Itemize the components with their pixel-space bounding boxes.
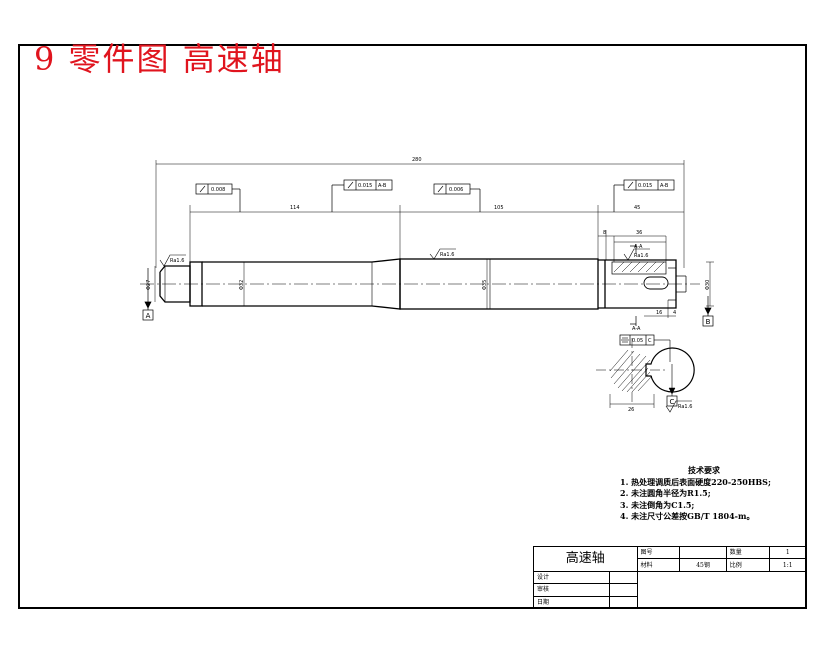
datum-a-symbol: [142, 268, 154, 321]
drawing-no-value: [679, 545, 727, 560]
tech-req-item: 4. 未注尺寸公差按GB/T 1804-m。: [620, 511, 755, 521]
runout-icon: [437, 185, 444, 193]
tech-req-item: 1. 热处理调质后表面硬度220-250HBS;: [620, 476, 771, 487]
dim-keyway-pos: 16: [656, 310, 662, 316]
quantity-value: 1: [768, 545, 807, 560]
symmetry-value: 0.05: [632, 338, 643, 344]
symmetry-datum: C: [648, 338, 652, 344]
material-value: 45钢: [679, 558, 727, 572]
section-cut-bottom-label: A-A: [632, 326, 641, 332]
runout-icon: [347, 181, 354, 189]
page-title: 9 零件图 高速轴: [34, 40, 285, 78]
scale-value: 1:1: [768, 558, 807, 572]
roughness-symbol-3: [623, 248, 650, 261]
runout-frame-1: [195, 183, 241, 212]
quantity-label: 数量: [725, 545, 770, 560]
keyway-section: [611, 261, 687, 301]
technical-requirements: 技术要求 1. 热处理调质后表面硬度220-250HBS; 2. 未注圆角半径为…: [620, 465, 771, 523]
title-block: 高速轴 图号 数量 1 材料 45钢 比例 1:1 设计 审核 日期: [533, 545, 808, 610]
runout-3-value: 0.006: [449, 187, 463, 193]
drawing-no-label: 图号: [636, 545, 681, 560]
designed-value: [608, 570, 638, 585]
roughness-symbol-1: [159, 254, 186, 267]
part-name: 高速轴: [533, 546, 638, 572]
scale-label: 比例: [725, 558, 770, 572]
dim-dia-right-end: Φ30: [705, 280, 711, 290]
dim-seg-right: 45: [634, 205, 640, 211]
section-cut-top-label: A-A: [634, 244, 643, 250]
runout-icon: [199, 185, 206, 193]
roughness-symbol-2: [429, 248, 456, 260]
cross-section-view: [596, 334, 695, 408]
runout-frame-3: [433, 183, 481, 212]
roughness-1-label: Ra1.6: [170, 258, 184, 264]
tech-req-item: 3. 未注倒角为C1.5;: [620, 499, 695, 510]
shaft-inner-lines: [164, 259, 491, 309]
runout-1-value: 0.008: [211, 187, 225, 193]
runout-4-datum: A-B: [660, 183, 669, 189]
datum-a-label: A: [146, 312, 151, 320]
title-block-blank: [636, 570, 808, 610]
roughness-symbol-4: [665, 400, 692, 413]
cut-marks: [630, 244, 637, 326]
drawing-frame: [18, 44, 807, 609]
dim-keyway-length: 36: [636, 230, 642, 236]
datum-b-label: B: [706, 318, 711, 326]
roughness-3-label: Ra1.6: [634, 253, 648, 259]
datum-c-label: C: [670, 398, 675, 406]
dim-section-width: 26: [628, 407, 634, 413]
dimension-lines: [154, 163, 711, 317]
dim-seg-mid: 105: [494, 205, 504, 211]
runout-frame-2: [331, 179, 393, 212]
dim-dia-left-end: Φ27: [146, 280, 152, 290]
checked-label: 审核: [533, 583, 610, 597]
runout-frame-4: [613, 179, 675, 212]
dim-overall-length: 280: [412, 157, 422, 163]
symmetry-icon: [621, 337, 629, 343]
tech-req-title: 技术要求: [688, 465, 720, 475]
dim-step-small: 4: [673, 310, 676, 316]
runout-2-datum: A-B: [378, 183, 387, 189]
dim-seg-left: 114: [290, 205, 300, 211]
date-value: [608, 595, 638, 610]
roughness-4-label: Ra1.6: [678, 404, 692, 410]
designed-label: 设计: [533, 570, 610, 585]
runout-icon: [627, 181, 634, 189]
dim-dia-shaft-2: Φ35: [482, 280, 488, 290]
dim-keyway-offset: 8: [603, 230, 606, 236]
material-label: 材料: [636, 558, 681, 572]
datum-b-symbol: [702, 296, 714, 327]
roughness-2-label: Ra1.6: [440, 252, 454, 258]
tech-req-item: 2. 未注圆角半径为R1.5;: [620, 488, 711, 498]
dim-dia-shaft-1: Φ32: [239, 280, 245, 290]
date-label: 日期: [533, 595, 610, 610]
checked-value: [608, 583, 638, 597]
runout-4-value: 0.015: [638, 183, 652, 189]
runout-2-value: 0.015: [358, 183, 372, 189]
